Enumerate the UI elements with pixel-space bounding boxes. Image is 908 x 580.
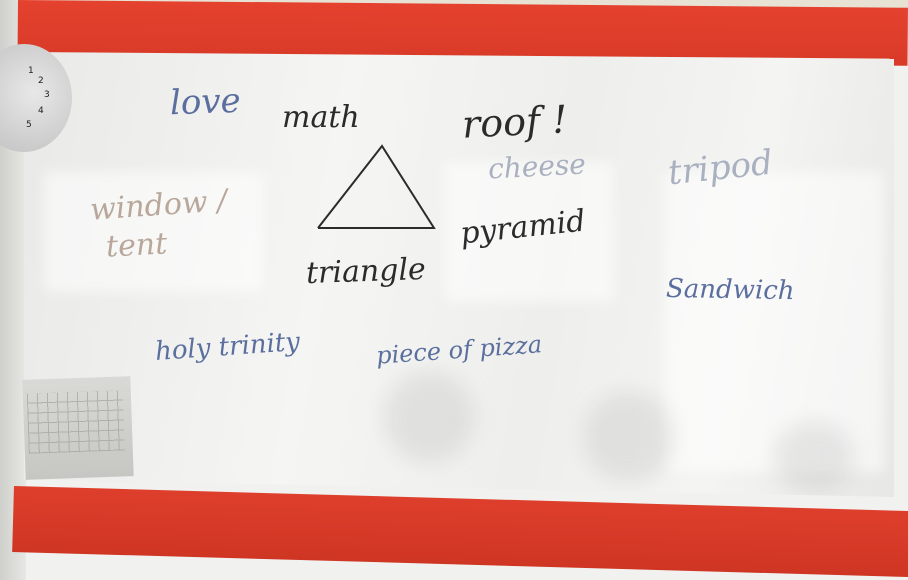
paper-table <box>26 390 125 454</box>
clock-number: 2 <box>38 76 44 86</box>
clock-number: 3 <box>44 90 50 100</box>
clock-number: 4 <box>38 106 44 116</box>
word-tent: tent <box>105 226 169 265</box>
window-reflection <box>444 162 614 302</box>
word-roof: roof ! <box>460 97 569 147</box>
person-reflection <box>774 422 854 492</box>
word-math: math <box>282 100 360 135</box>
triangle-drawing <box>317 144 436 229</box>
word-sandwich: Sandwich <box>665 273 795 307</box>
person-reflection <box>384 372 474 462</box>
word-cheese: cheese <box>487 147 587 186</box>
posted-paper <box>22 376 134 480</box>
word-love: love <box>169 80 242 124</box>
clock-number: 1 <box>28 66 34 76</box>
window-reflection <box>664 172 884 472</box>
window-reflection <box>44 172 264 292</box>
whiteboard <box>24 52 894 497</box>
clock-number: 5 <box>26 120 32 130</box>
word-triangle: triangle <box>305 251 427 292</box>
whiteboard-frame-bottom <box>12 486 908 578</box>
person-reflection <box>584 392 674 482</box>
